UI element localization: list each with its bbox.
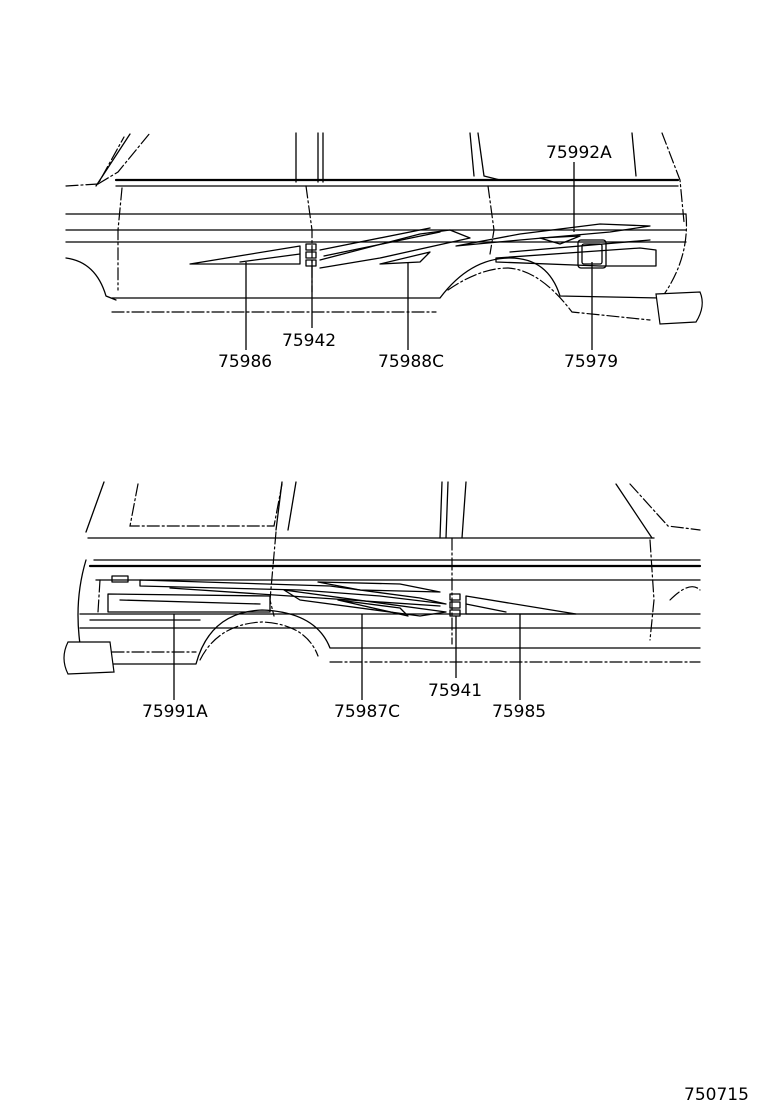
- label-75986: 75986: [218, 352, 272, 372]
- label-75992A: 75992A: [546, 143, 612, 163]
- label-75985: 75985: [492, 702, 546, 722]
- label-75941: 75941: [428, 681, 482, 701]
- reference-number: 750715: [684, 1085, 749, 1105]
- upper-vehicle-side-view: [65, 132, 703, 350]
- label-75979: 75979: [564, 352, 618, 372]
- label-75988C: 75988C: [378, 352, 444, 372]
- lower-vehicle-side-view: [63, 481, 702, 700]
- label-75942: 75942: [282, 331, 336, 351]
- label-75991A: 75991A: [142, 702, 208, 722]
- label-75987C: 75987C: [334, 702, 400, 722]
